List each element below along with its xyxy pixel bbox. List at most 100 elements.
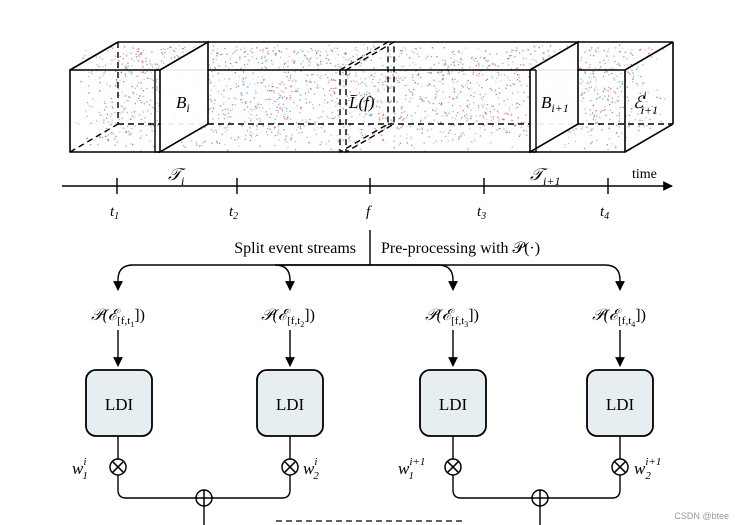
- event-point: [497, 71, 499, 74]
- event-point: [519, 103, 521, 106]
- event-point: [608, 95, 610, 97]
- event-point: [279, 97, 281, 99]
- event-point: [507, 64, 510, 66]
- event-point: [523, 121, 525, 124]
- event-point: [566, 45, 568, 47]
- event-point: [246, 92, 249, 95]
- event-point: [300, 106, 302, 108]
- event-point: [396, 126, 398, 128]
- event-point: [337, 109, 339, 112]
- event-point: [442, 131, 444, 133]
- event-point: [385, 66, 388, 69]
- event-point: [522, 50, 524, 52]
- svg-text:f: f: [366, 204, 372, 220]
- event-point: [607, 59, 610, 61]
- event-point: [372, 45, 375, 47]
- event-point: [600, 111, 602, 113]
- event-point: [249, 139, 252, 142]
- event-point: [309, 79, 311, 81]
- event-point: [103, 119, 105, 121]
- event-point: [512, 49, 514, 51]
- event-point: [276, 115, 278, 117]
- event-point: [455, 115, 458, 117]
- event-point: [284, 113, 286, 115]
- event-point: [257, 76, 259, 78]
- event-point: [274, 47, 276, 49]
- event-point: [201, 128, 203, 130]
- event-point: [326, 115, 328, 117]
- event-point: [626, 70, 628, 72]
- event-point: [593, 105, 595, 107]
- event-point: [421, 132, 423, 134]
- event-point: [433, 63, 435, 66]
- event-point: [152, 66, 154, 68]
- event-point: [281, 81, 283, 83]
- event-point: [137, 82, 140, 84]
- event-point: [563, 146, 566, 148]
- event-point: [249, 83, 251, 85]
- event-point: [595, 110, 597, 112]
- event-point: [405, 94, 407, 97]
- event-point: [602, 98, 604, 100]
- event-point: [295, 129, 298, 131]
- event-point: [432, 103, 434, 105]
- event-point: [505, 131, 507, 134]
- event-point: [447, 70, 450, 72]
- event-point: [140, 130, 142, 132]
- event-point: [382, 115, 384, 117]
- event-point: [598, 51, 600, 53]
- event-point: [604, 108, 606, 111]
- event-point: [445, 115, 447, 117]
- event-point: [533, 46, 535, 48]
- event-point: [262, 76, 264, 78]
- event-point: [619, 50, 621, 52]
- event-point: [310, 88, 312, 90]
- event-point: [247, 53, 249, 56]
- event-point: [137, 48, 140, 50]
- event-point: [496, 77, 498, 79]
- event-point: [314, 49, 317, 51]
- event-point: [616, 87, 618, 89]
- event-point: [618, 126, 621, 128]
- event-point: [310, 47, 312, 50]
- event-point: [644, 49, 647, 51]
- event-point: [257, 61, 259, 64]
- event-point: [209, 67, 212, 69]
- event-point: [244, 63, 246, 66]
- event-point: [327, 102, 329, 104]
- event-point: [223, 113, 225, 115]
- event-point: [345, 52, 347, 54]
- event-point: [314, 81, 316, 83]
- event-point: [162, 62, 165, 64]
- event-point: [373, 98, 376, 100]
- event-point: [305, 119, 307, 121]
- event-point: [339, 137, 341, 139]
- event-point: [436, 56, 438, 58]
- event-point: [220, 93, 223, 95]
- event-point: [486, 60, 488, 62]
- event-point: [370, 59, 372, 61]
- event-point: [336, 97, 338, 99]
- event-point: [244, 55, 246, 58]
- event-point: [286, 97, 288, 99]
- event-point: [334, 92, 336, 95]
- event-point: [606, 99, 609, 101]
- event-point: [212, 45, 215, 47]
- event-point: [494, 90, 497, 92]
- ldi-label-3: LDI: [439, 395, 468, 414]
- event-point: [580, 68, 582, 70]
- event-point: [182, 145, 185, 147]
- event-point: [485, 108, 488, 110]
- event-point: [615, 131, 618, 134]
- event-point: [328, 79, 331, 81]
- event-point: [460, 133, 462, 135]
- event-point: [404, 111, 406, 113]
- event-point: [323, 94, 326, 97]
- event-point: [491, 89, 493, 91]
- event-point: [336, 47, 339, 49]
- event-point: [410, 115, 413, 117]
- event-point: [349, 124, 351, 126]
- event-point: [133, 110, 136, 113]
- event-point: [498, 127, 501, 130]
- event-point: [481, 104, 483, 106]
